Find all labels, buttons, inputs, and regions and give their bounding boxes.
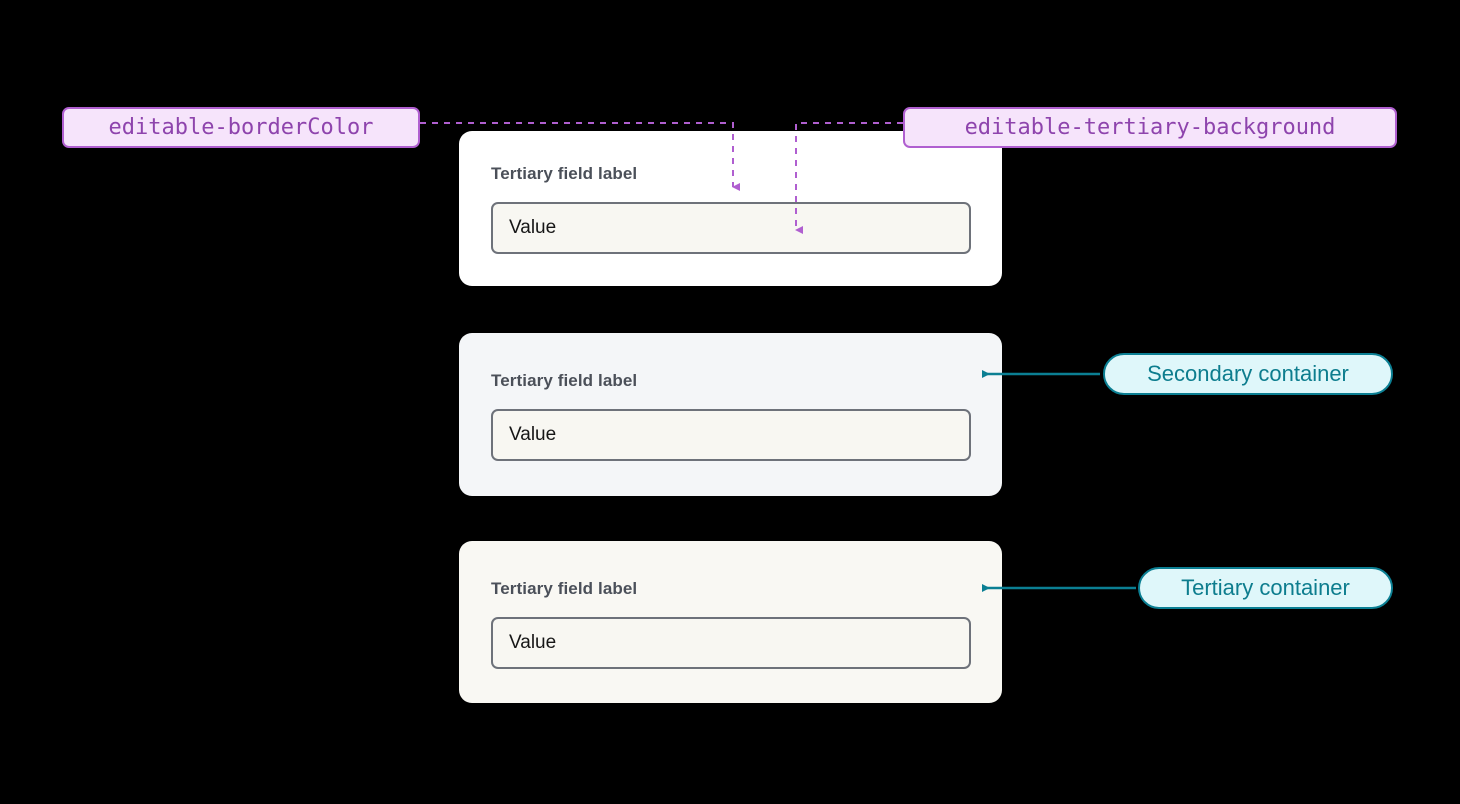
callout-pill-tertiary-container[interactable]: Tertiary container [1138,567,1393,609]
field-input-tertiary[interactable]: Value [491,617,971,669]
field-input-secondary[interactable]: Value [491,409,971,461]
tertiary-container-card: Tertiary field label Value [459,541,1002,703]
field-label-tertiary: Tertiary field label [491,579,638,598]
primary-container-card: Tertiary field label Value [459,131,1002,286]
field-input-primary[interactable]: Value [491,202,971,254]
callout-pill-secondary-container[interactable]: Secondary container [1103,353,1393,395]
field-label-primary: Tertiary field label [491,164,638,183]
field-label-secondary: Tertiary field label [491,371,638,390]
secondary-container-card: Tertiary field label Value [459,333,1002,496]
field-value-secondary: Value [509,424,557,445]
field-value-primary: Value [509,217,557,238]
field-value-tertiary: Value [509,632,557,653]
token-chip-editable-tertiary-background[interactable]: editable-tertiary-background [903,107,1397,148]
token-chip-editable-border-color[interactable]: editable-borderColor [62,107,420,148]
